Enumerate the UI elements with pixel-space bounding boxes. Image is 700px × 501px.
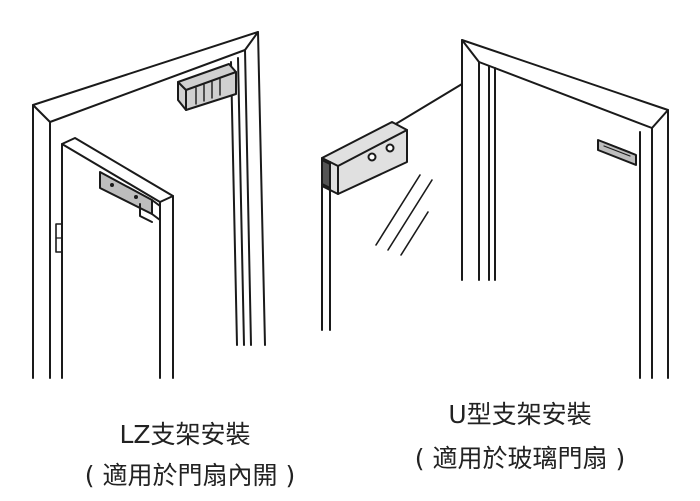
u-bracket-lock: [321, 121, 408, 195]
lz-caption-title: LZ支架安裝: [119, 420, 251, 449]
u-caption-subtitle: ( 適用於玻璃門扇 ): [414, 444, 626, 473]
lz-door-frame: [32, 31, 266, 379]
lz-magnetic-lock: [177, 63, 237, 111]
u-glass-door: [321, 83, 463, 331]
lz-bracket: [99, 171, 161, 223]
u-armature-plate: [597, 139, 637, 166]
lz-caption-subtitle: ( 適用於門扇內開 ): [84, 461, 296, 490]
u-caption-title: U型支架安裝: [448, 400, 592, 429]
u-door-frame: [461, 39, 669, 379]
lz-door-leaf: [55, 137, 174, 379]
